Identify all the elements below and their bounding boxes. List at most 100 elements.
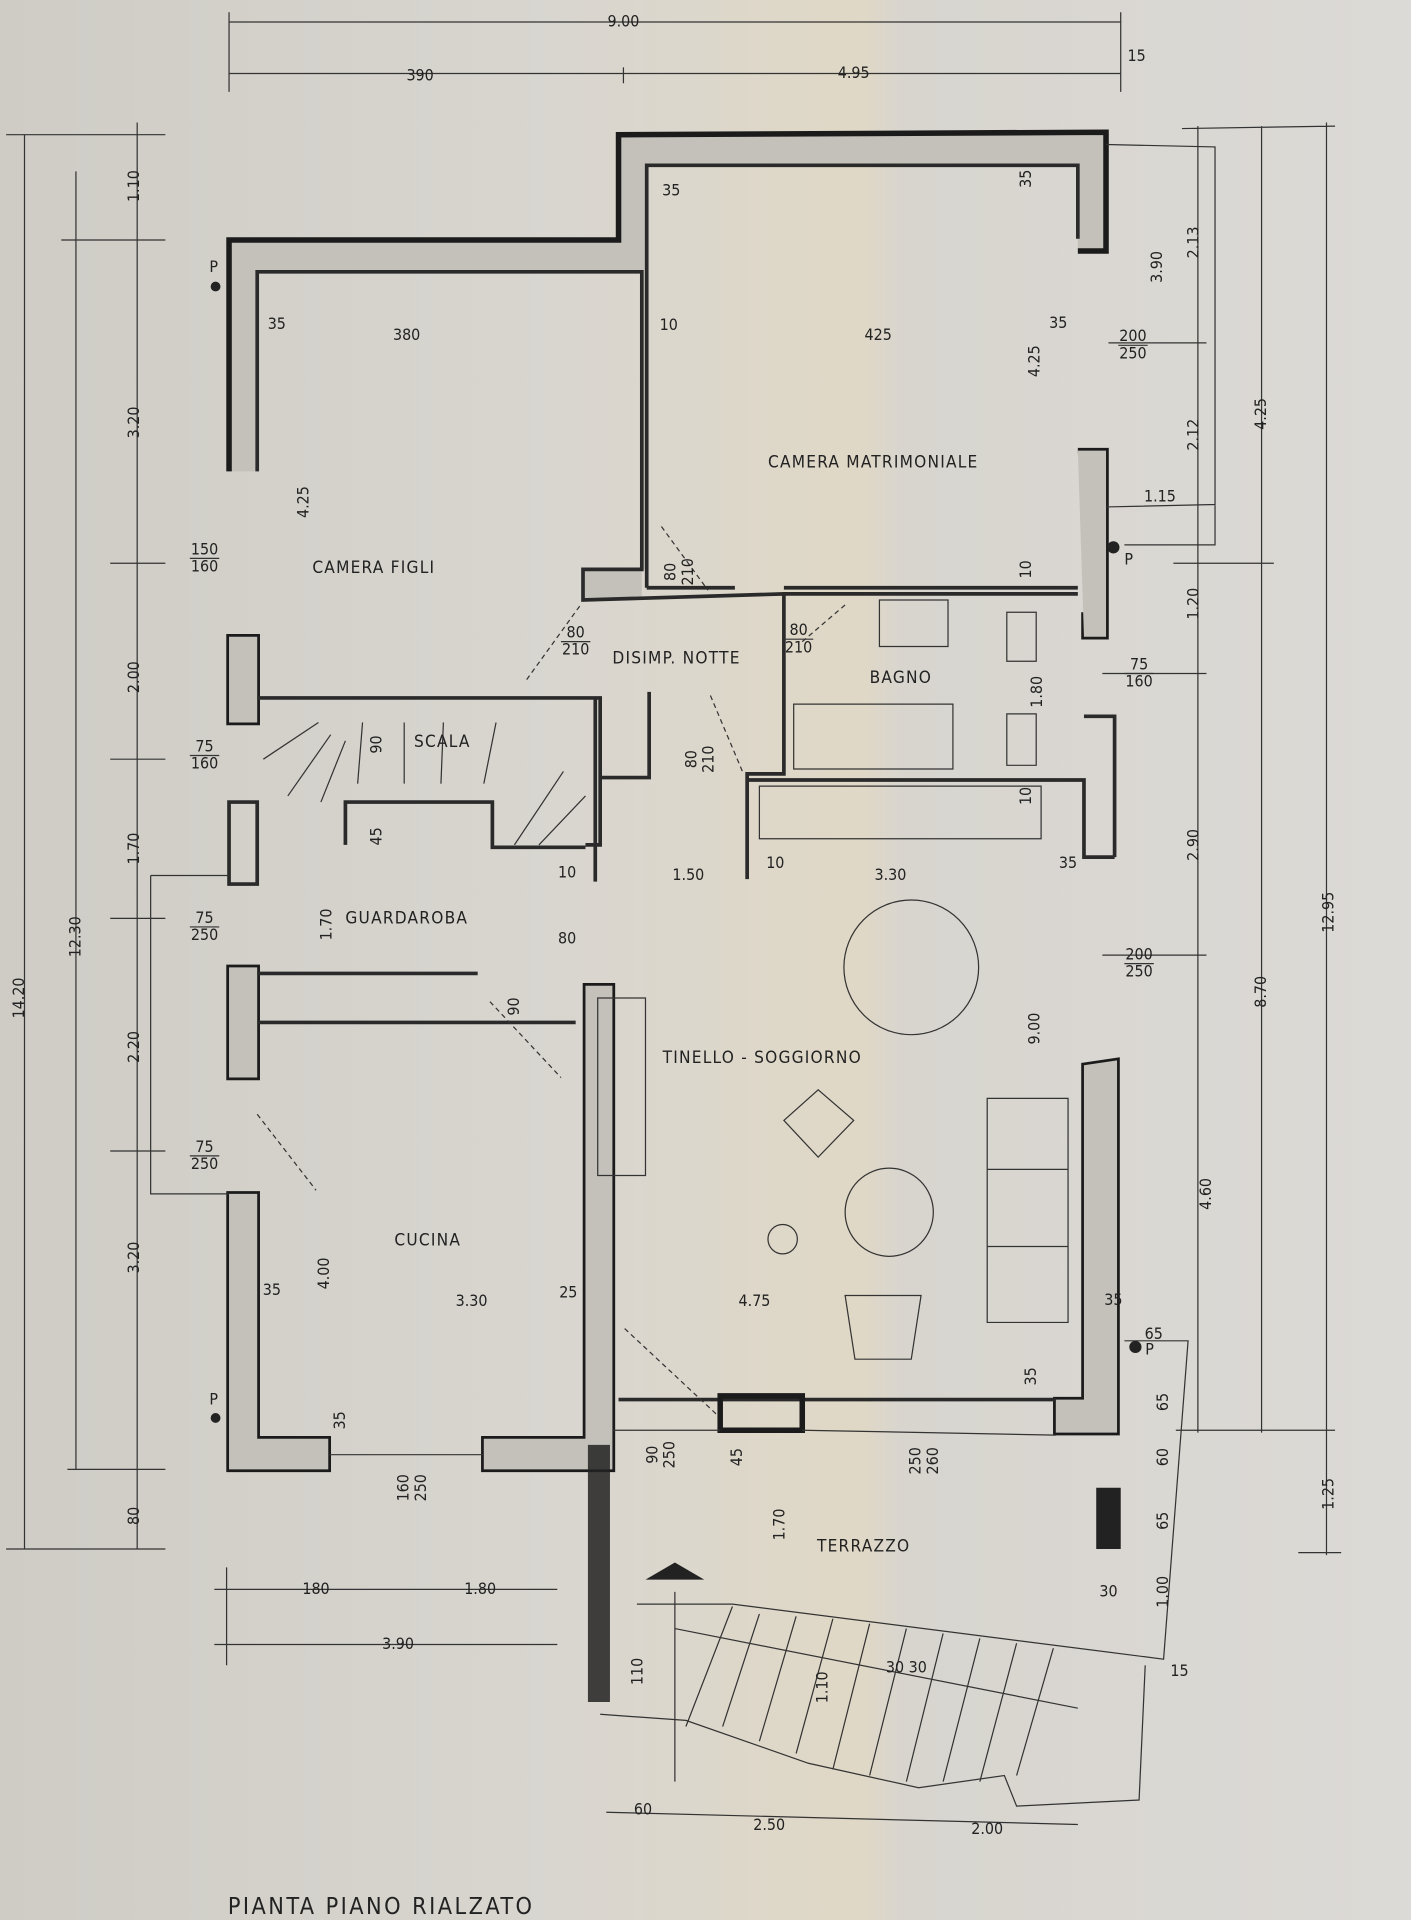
dimension-label: 1.70 xyxy=(124,833,143,865)
dimension-label: 65 xyxy=(1153,1393,1172,1411)
room-label-camera-matrimoniale: CAMERA MATRIMONIALE xyxy=(768,453,979,473)
dimension-label: 90 xyxy=(504,997,523,1015)
dimension-label: 90 xyxy=(642,1446,661,1464)
dimension-label: 180 xyxy=(302,1579,329,1598)
room-label-bagno: BAGNO xyxy=(870,668,933,688)
dimension-label: 2.00 xyxy=(124,661,143,693)
dimension-label: 4.25 xyxy=(293,486,312,518)
walls xyxy=(6,12,1342,1826)
dimension-label: 260 xyxy=(923,1447,942,1474)
dimension-label: 9.00 xyxy=(608,12,640,31)
dimension-label: 35 xyxy=(662,181,680,200)
dimension-label: 80 xyxy=(567,623,585,642)
dimension-label: 80 xyxy=(789,620,807,639)
dimension-label: 1.80 xyxy=(1027,676,1046,708)
dimension-label: 160 xyxy=(394,1474,413,1501)
dimension-labels: 9.00 390 4.95 15 1.10 3.20 2.00 1.70 2.20 3.20 80 1… xyxy=(9,12,1337,1838)
dimension-label: 75 xyxy=(195,1137,213,1156)
dimension-label: 110 xyxy=(628,1658,647,1685)
dimension-label: 10 xyxy=(766,853,784,872)
dimension-label: 250 xyxy=(191,925,218,944)
dimension-label: 250 xyxy=(1125,962,1152,981)
dimension-label: 15 xyxy=(1170,1661,1188,1680)
dimension-label: 4.25 xyxy=(1024,345,1043,377)
dimension-label: 4.95 xyxy=(838,63,870,82)
dimension-label: 10 xyxy=(660,315,678,334)
dimension-label: 210 xyxy=(785,637,812,656)
dimension-label: 160 xyxy=(1125,672,1152,691)
dimension-label: 1.70 xyxy=(770,1509,789,1541)
dimension-label: 65 xyxy=(1145,1324,1163,1343)
dimension-label: 1.50 xyxy=(672,865,704,884)
dimension-label: 15 xyxy=(1128,46,1146,65)
dimension-label: 1.70 xyxy=(317,909,336,941)
dimension-label: 75 xyxy=(195,908,213,927)
dimension-label: 1.10 xyxy=(813,1671,832,1703)
dimension-label: 65 xyxy=(1153,1512,1172,1530)
dimension-label: 1.00 xyxy=(1153,1576,1172,1608)
room-label-soggiorno: TINELLO - SOGGIORNO xyxy=(662,1048,862,1068)
dimension-label: 3.20 xyxy=(124,1242,143,1274)
room-label-guardaroba: GUARDAROBA xyxy=(345,908,468,928)
dimension-label: 35 xyxy=(330,1411,349,1429)
dimension-label: 45 xyxy=(727,1448,746,1466)
dimension-label: 2.90 xyxy=(1184,829,1203,861)
dimension-label: 30 xyxy=(1099,1581,1117,1600)
room-label-disimpegno: DISIMP. NOTTE xyxy=(612,649,740,669)
dimension-label: 9.00 xyxy=(1024,1013,1043,1045)
dimension-label: 160 xyxy=(191,754,218,773)
pillar-label: P xyxy=(1124,549,1133,568)
dimension-label: 35 xyxy=(1104,1290,1122,1309)
pillar-markers: P P P P xyxy=(209,257,1154,1423)
dimension-label: 2.12 xyxy=(1184,419,1203,451)
pillar-label: P xyxy=(209,1389,218,1408)
dimension-label: 2.13 xyxy=(1184,227,1203,259)
dimension-label: 45 xyxy=(367,827,386,845)
dimension-label: 390 xyxy=(406,65,433,84)
dimension-label: 80 xyxy=(661,563,680,581)
dimension-label: 80 xyxy=(124,1507,143,1525)
dimension-label: 35 xyxy=(1049,313,1067,332)
dimension-label: 60 xyxy=(1153,1448,1172,1466)
dimension-label: 1.10 xyxy=(124,170,143,202)
dimension-label: 250 xyxy=(906,1447,925,1474)
pillar-label: P xyxy=(209,257,218,276)
dimension-label: 80 xyxy=(682,750,701,768)
dimension-label: 35 xyxy=(263,1280,281,1299)
dimension-label: 4.60 xyxy=(1196,1178,1215,1210)
dimension-label: 35 xyxy=(1059,853,1077,872)
dimension-label: 250 xyxy=(191,1154,218,1173)
dimension-label: 35 xyxy=(1016,170,1035,188)
dimension-label: 250 xyxy=(411,1474,430,1501)
dimension-label: 35 xyxy=(1021,1367,1040,1385)
dimension-label: 3.20 xyxy=(124,407,143,439)
dimension-label: 210 xyxy=(699,746,718,773)
dimension-label: 8.70 xyxy=(1251,976,1270,1008)
room-label-scala: SCALA xyxy=(414,732,471,752)
dimension-label: 3.30 xyxy=(456,1291,488,1310)
dimension-label: 3.90 xyxy=(1147,251,1166,283)
pillar-label: P xyxy=(1145,1339,1154,1358)
dimension-label: 3.90 xyxy=(382,1634,414,1653)
dimension-label: 75 xyxy=(195,736,213,755)
dimension-label: 35 xyxy=(268,314,286,333)
dimension-label: 10 xyxy=(1016,560,1035,578)
dimension-label: 2.20 xyxy=(124,1031,143,1063)
room-label-cucina: CUCINA xyxy=(394,1230,461,1250)
dimension-label: 4.25 xyxy=(1251,398,1270,430)
dimension-label: 1.20 xyxy=(1184,588,1203,620)
dimension-label: 1.25 xyxy=(1318,1478,1337,1510)
dimension-label: 200 xyxy=(1119,326,1146,345)
dimension-label: 80 xyxy=(558,929,576,948)
room-label-terrazzo: TERRAZZO xyxy=(816,1536,910,1556)
dimension-label: 12.30 xyxy=(65,916,84,957)
north-arrow-icon xyxy=(645,1562,705,1580)
dimension-label: 425 xyxy=(865,325,892,344)
dimension-label: 10 xyxy=(558,863,576,882)
dimension-label: 25 xyxy=(559,1283,577,1302)
dimension-label: 90 xyxy=(367,735,386,753)
dimension-label: 12.95 xyxy=(1318,892,1337,933)
drawing-title: PIANTA PIANO RIALZATO xyxy=(228,1893,535,1920)
dimension-label: 250 xyxy=(659,1441,678,1468)
